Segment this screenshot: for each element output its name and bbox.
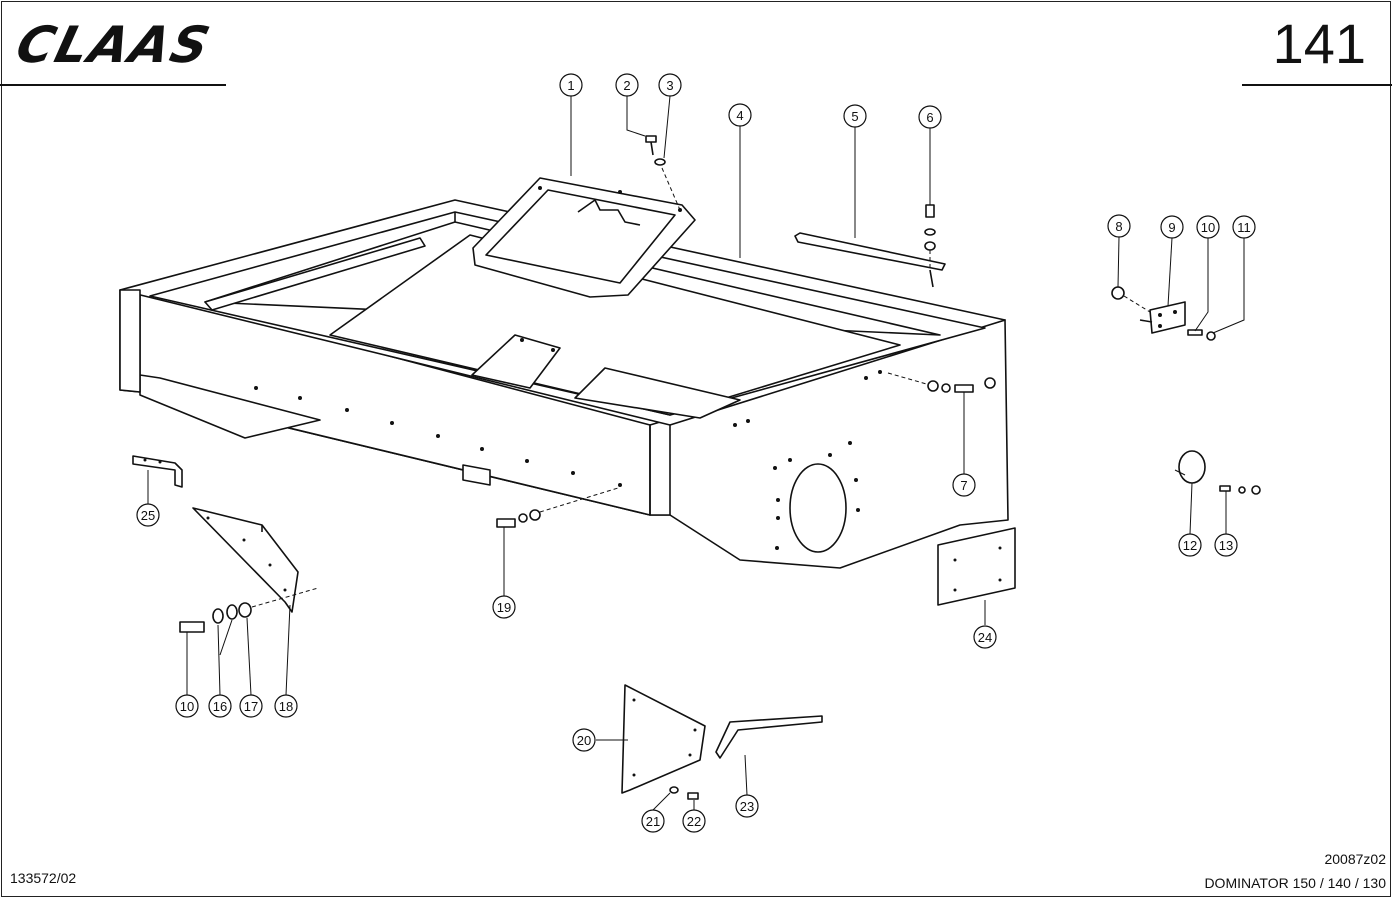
svg-text:11: 11 [1237,220,1251,235]
callout-20: 20 [572,728,596,752]
drawing-code: 20087z02 [1324,851,1386,867]
part-side-plate [937,527,1016,606]
svg-text:6: 6 [926,110,933,125]
part-cover-frame [472,177,696,298]
part-disc-cover [1174,450,1261,495]
callout-6: 6 [918,105,942,129]
part-front-plate [621,684,706,794]
callout-5: 5 [843,104,867,128]
part-bolt-rail [924,204,936,268]
svg-text:13: 13 [1219,538,1233,553]
callout-9: 9 [1160,215,1184,239]
svg-text:3: 3 [666,78,673,93]
part-bolt-side [887,372,974,393]
callouts: 1 2 3 4 5 6 7 8 9 10 11 12 13 19 24 25 1… [136,73,1256,833]
part-bolt-front [496,487,619,528]
callout-13: 13 [1214,533,1238,557]
callout-23: 23 [735,794,759,818]
svg-text:23: 23 [740,799,754,814]
callout-24: 24 [973,625,997,649]
main-frame-drawing [119,199,1009,569]
svg-text:24: 24 [978,630,992,645]
callout-12: 12 [1178,533,1202,557]
svg-text:8: 8 [1115,219,1122,234]
callout-21: 21 [641,809,665,833]
svg-text:4: 4 [736,108,743,123]
page-number: 141 [1272,12,1366,75]
callout-2: 2 [615,73,639,97]
callout-19: 19 [492,595,516,619]
callout-22: 22 [682,809,706,833]
svg-text:5: 5 [851,109,858,124]
svg-text:22: 22 [687,814,701,829]
part-small-bracket [132,455,183,488]
svg-text:7: 7 [960,478,967,493]
model-name: DOMINATOR 150 / 140 / 130 [1204,875,1386,891]
svg-text:20: 20 [577,733,591,748]
header-rule-right [1242,84,1392,86]
svg-text:19: 19 [497,600,511,615]
part-triangular-support [192,507,319,613]
callout-16: 16 [208,694,232,718]
svg-text:25: 25 [141,508,155,523]
svg-text:1: 1 [567,78,574,93]
callout-3: 3 [658,73,682,97]
svg-text:2: 2 [623,78,630,93]
callout-10: 10 [1196,215,1220,239]
svg-text:9: 9 [1168,220,1175,235]
document-code: 133572/02 [10,870,77,886]
part-angle-bracket [715,715,823,759]
callout-10b: 10 [175,694,199,718]
part-side-bracket-group [1111,286,1216,341]
callout-1: 1 [559,73,583,97]
callout-8: 8 [1107,214,1131,238]
callout-17: 17 [239,694,263,718]
callout-7: 7 [952,473,976,497]
part-bolt-plate [669,786,699,800]
header-rule-left [0,84,226,86]
callout-18: 18 [274,694,298,718]
svg-text:16: 16 [213,699,227,714]
svg-text:12: 12 [1183,538,1197,553]
svg-text:18: 18 [279,699,293,714]
callout-11: 11 [1232,215,1256,239]
part-bolt-support [179,602,252,633]
svg-text:10: 10 [180,699,194,714]
svg-text:21: 21 [646,814,660,829]
part-rail-strip [794,232,946,288]
callout-25: 25 [136,503,160,527]
part-bolt-cover [645,135,681,211]
svg-text:17: 17 [244,699,258,714]
svg-text:10: 10 [1201,220,1215,235]
callout-4: 4 [728,103,752,127]
leader-lines [147,95,1245,811]
